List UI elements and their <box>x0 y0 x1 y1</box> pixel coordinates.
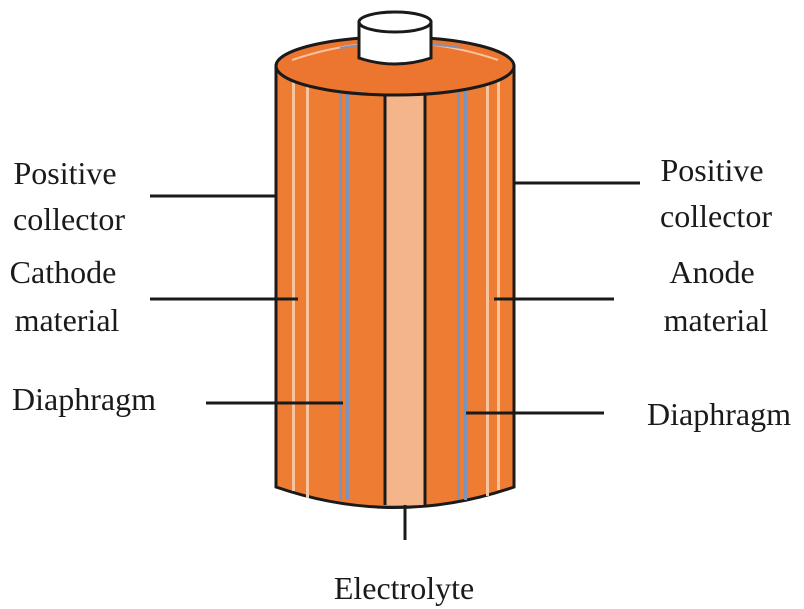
diaphragm-stripe <box>339 82 342 500</box>
label-line: Cathode <box>10 254 117 290</box>
label-right-anode-material: Anode material <box>664 254 769 338</box>
collector-stripe <box>292 70 295 491</box>
label-electrolyte: Electrolyte <box>334 570 474 606</box>
collector-stripe <box>497 72 500 490</box>
label-line: collector <box>660 198 772 234</box>
collector-stripe <box>486 72 489 496</box>
right-collector-stripes <box>486 72 500 496</box>
label-left-diaphragm: Diaphragm <box>12 381 156 417</box>
right-diaphragm-stripes <box>457 82 467 500</box>
label-left-cathode-material: Cathode material <box>10 254 125 338</box>
label-line: material <box>15 302 120 338</box>
battery-cylinder <box>274 10 516 509</box>
label-line: Positive <box>13 155 116 191</box>
label-line: Positive <box>660 152 763 188</box>
left-collector-stripes <box>292 70 309 498</box>
diaphragm-stripe <box>346 82 349 500</box>
collector-stripe <box>306 70 309 498</box>
diaphragm-stripe <box>457 82 460 500</box>
left-diaphragm-stripes <box>339 82 349 500</box>
terminal-body <box>357 20 433 66</box>
label-line: material <box>664 302 769 338</box>
label-left-positive-collector: Positive collector <box>13 155 125 237</box>
battery-terminal <box>357 10 433 66</box>
diaphragm-stripe <box>464 82 467 500</box>
label-line: Anode <box>669 254 754 290</box>
electrolyte-core <box>385 92 425 505</box>
label-right-diaphragm: Diaphragm <box>647 396 791 432</box>
leader-lines <box>150 181 640 540</box>
label-right-positive-collector: Positive collector <box>660 152 772 234</box>
terminal-top <box>357 10 433 34</box>
label-line: collector <box>13 201 125 237</box>
labels: Positive collector Cathode material Diap… <box>10 152 791 606</box>
